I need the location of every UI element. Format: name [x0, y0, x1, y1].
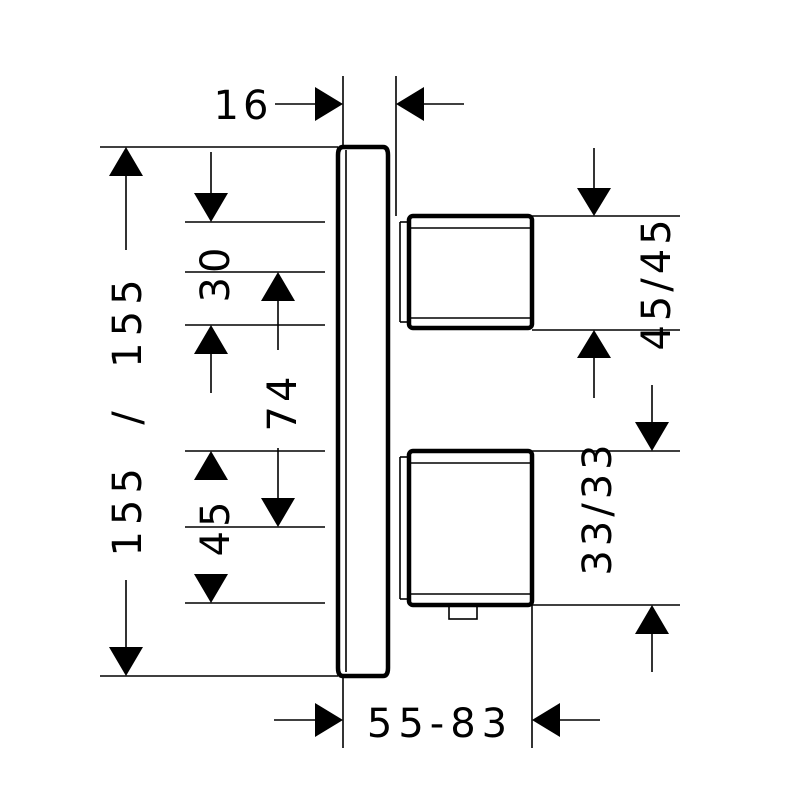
- dim-label-plate-depth: 16: [214, 83, 273, 129]
- arrow-up-icon: [194, 325, 228, 354]
- arrow-down-icon: [109, 647, 143, 676]
- dim-label-lower-offset: 45: [193, 498, 239, 557]
- dim-label-projection: 55-83: [367, 701, 513, 747]
- arrow-up-icon: [577, 330, 611, 358]
- dimension-upper-offset: 30: [193, 152, 239, 393]
- dimension-lower-offset: 45: [193, 451, 239, 603]
- dimension-upper-handle-height: 45/45: [577, 148, 680, 398]
- arrow-down-icon: [194, 193, 228, 222]
- cover-plate: [335, 144, 391, 679]
- arrow-up-icon: [635, 605, 669, 634]
- dimension-lower-handle-height: 33/33: [575, 385, 669, 672]
- extension-lines: [100, 76, 680, 748]
- dimension-plate-depth: 16: [214, 83, 464, 129]
- dim-label-handle-spacing: 74: [260, 373, 306, 432]
- arrow-down-icon: [635, 422, 669, 451]
- valve-body: [335, 144, 535, 679]
- arrow-down-icon: [194, 574, 228, 603]
- dimension-projection: 55-83: [274, 701, 600, 747]
- dim-label-lower-handle-height: 33/33: [575, 440, 621, 575]
- arrow-left-icon: [396, 87, 424, 121]
- arrow-left-icon: [532, 703, 560, 737]
- arrow-up-icon: [109, 147, 143, 176]
- dimension-handle-spacing: 74: [260, 272, 306, 527]
- arrow-down-icon: [261, 498, 295, 527]
- arrow-up-icon: [261, 272, 295, 301]
- lower-handle: [399, 448, 535, 620]
- arrow-up-icon: [194, 451, 228, 480]
- arrow-right-icon: [315, 703, 343, 737]
- arrow-right-icon: [315, 87, 343, 121]
- upper-handle: [399, 213, 535, 331]
- dim-label-upper-handle-height: 45/45: [634, 215, 680, 350]
- dim-label-upper-offset: 30: [193, 244, 239, 303]
- arrow-down-icon: [577, 188, 611, 216]
- dim-label-total-height: 155 / 155: [105, 273, 151, 556]
- dimension-total-height: 155 / 155: [105, 147, 151, 676]
